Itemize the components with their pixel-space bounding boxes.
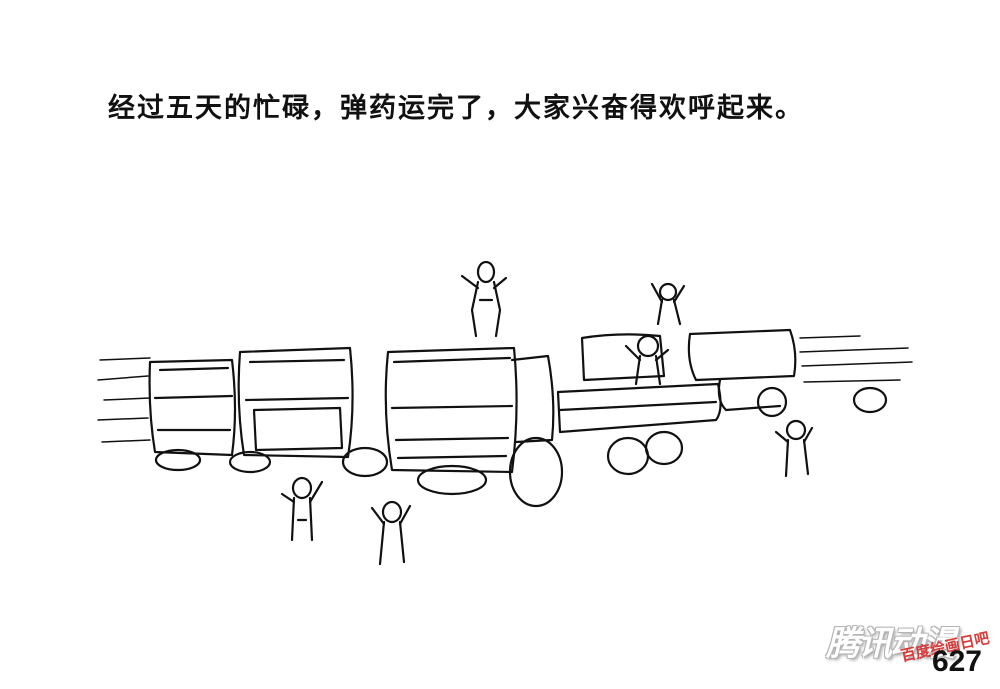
page-number: 627 xyxy=(931,645,982,678)
person-on-truck-sketch xyxy=(460,260,508,338)
cheering-person-1-sketch xyxy=(280,476,324,542)
truck-1-sketch xyxy=(97,357,272,474)
cheering-person-2-sketch xyxy=(370,500,412,566)
watermark-logo: 腾讯动漫 百度绘画日吧 xyxy=(822,612,1000,672)
truck-4-sketch xyxy=(687,328,913,418)
person-on-trailer-sketch xyxy=(624,334,670,386)
truck-3-sketch xyxy=(384,346,564,508)
watermark-main-text: 腾讯动漫 xyxy=(826,624,956,664)
truck-2-sketch xyxy=(237,346,389,478)
caption-text: 经过五天的忙碌，弹药运完了，大家兴奋得欢呼起来。 xyxy=(108,93,804,124)
person-on-truck-4-sketch xyxy=(650,282,686,326)
cheering-person-3-sketch xyxy=(774,419,814,478)
